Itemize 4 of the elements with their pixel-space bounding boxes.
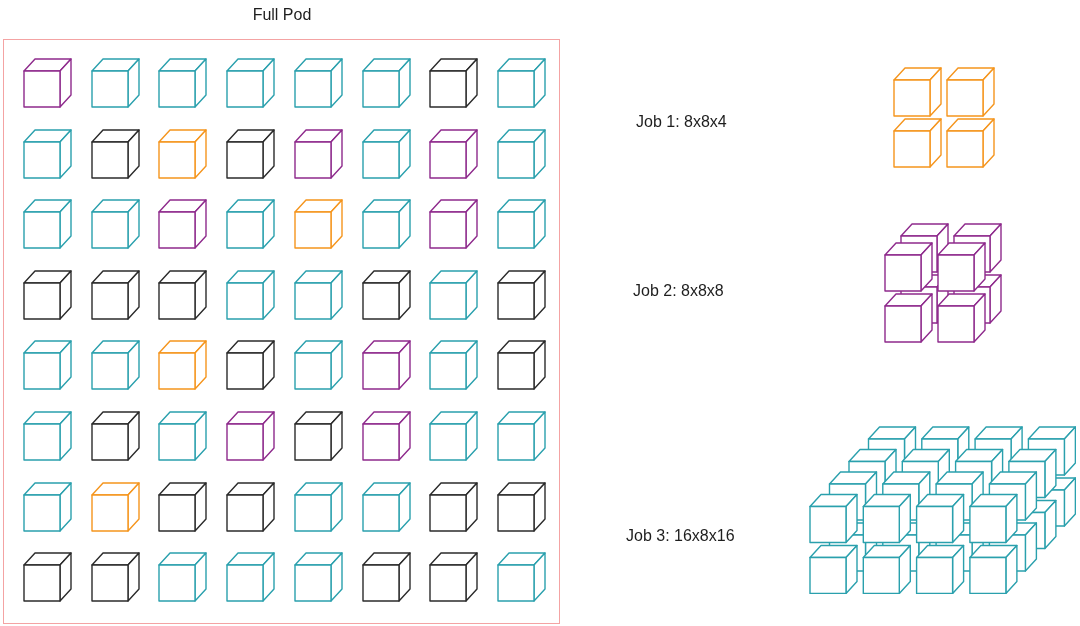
job-label: Job 1: 8x8x4: [636, 112, 727, 132]
frame-heading: Full Pod: [251, 5, 313, 25]
job-label: Job 3: 16x8x16: [626, 526, 735, 546]
job-label: Job 2: 8x8x8: [633, 281, 724, 301]
